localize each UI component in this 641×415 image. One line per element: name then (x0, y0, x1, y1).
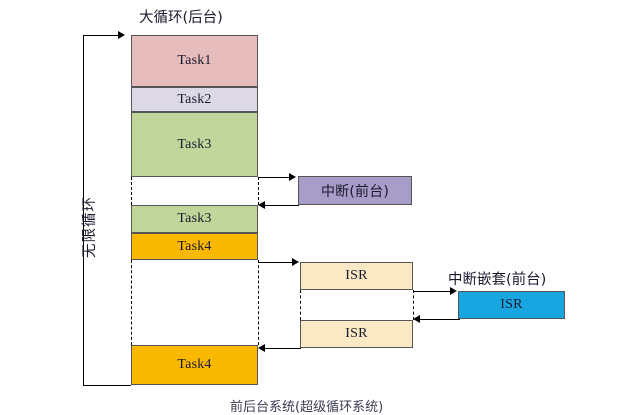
arrow-to-isr-head (292, 258, 299, 266)
arrow-from-nested-isr-line (420, 319, 460, 320)
arrow-to-nested-isr-line (413, 291, 451, 292)
arrow-from-isr-line (265, 348, 301, 349)
task-block-task2: Task2 (131, 87, 258, 112)
loop-label-infinite: 无限循环 (82, 196, 98, 258)
isr-block-label: ISR (345, 268, 368, 283)
isr-block-label: ISR (500, 297, 523, 312)
main-column-dash-left-gap1 (131, 177, 132, 205)
main-column-dash-right-gap2 (258, 260, 259, 345)
task-block-task4-first: Task4 (131, 233, 258, 260)
bottom-caption: 前后台系统(超级循环系统) (230, 400, 384, 415)
arrow-from-isr-head (258, 344, 265, 352)
task-block-label: Task1 (177, 53, 212, 68)
arrow-to-interrupt-line (258, 177, 291, 178)
isr-block-first: ISR (300, 262, 413, 290)
loop-bracket-top-line (83, 35, 120, 36)
isr-column-dash-right (413, 290, 414, 320)
task-block-label: Task2 (177, 91, 212, 107)
task-block-task3-first: Task3 (131, 112, 258, 177)
task-block-task4-second: Task4 (131, 345, 258, 385)
task-block-label: Task3 (177, 136, 212, 152)
main-column-dash-left-gap2 (131, 260, 132, 345)
task-block-label: Task3 (177, 211, 212, 226)
arrow-to-isr-line (258, 262, 293, 263)
arrow-from-interrupt-line (265, 205, 299, 206)
isr-column-dash-left (300, 290, 301, 320)
loop-bracket-left-line (83, 35, 84, 385)
loop-bracket-bottom-line (83, 385, 131, 386)
arrow-to-nested-isr-head (450, 287, 457, 295)
arrow-from-interrupt-head (258, 201, 265, 209)
caption-nested-interrupt: 中断嵌套(前台) (448, 272, 547, 288)
interrupt-block-label: 中断(前台) (320, 183, 390, 200)
arrow-to-interrupt-head (289, 173, 296, 181)
loop-bracket-arrowhead (118, 31, 125, 39)
task-block-task1: Task1 (131, 35, 258, 87)
isr-block-nested: ISR (458, 291, 565, 319)
caption-background-loop: 大循环(后台) (139, 10, 223, 26)
task-block-task3-second: Task3 (131, 205, 258, 233)
isr-block-second: ISR (300, 320, 413, 348)
diagram-canvas: 大循环(后台) 无限循环 Task1 Task2 Task3 Task3 Tas… (82, 10, 565, 415)
interrupt-block-foreground: 中断(前台) (298, 176, 412, 205)
arrow-from-nested-isr-head (413, 315, 420, 323)
main-column-dash-right-gap1 (258, 177, 259, 205)
task-block-label: Task4 (177, 357, 212, 372)
task-block-label: Task4 (177, 238, 212, 254)
isr-block-label: ISR (345, 326, 368, 341)
